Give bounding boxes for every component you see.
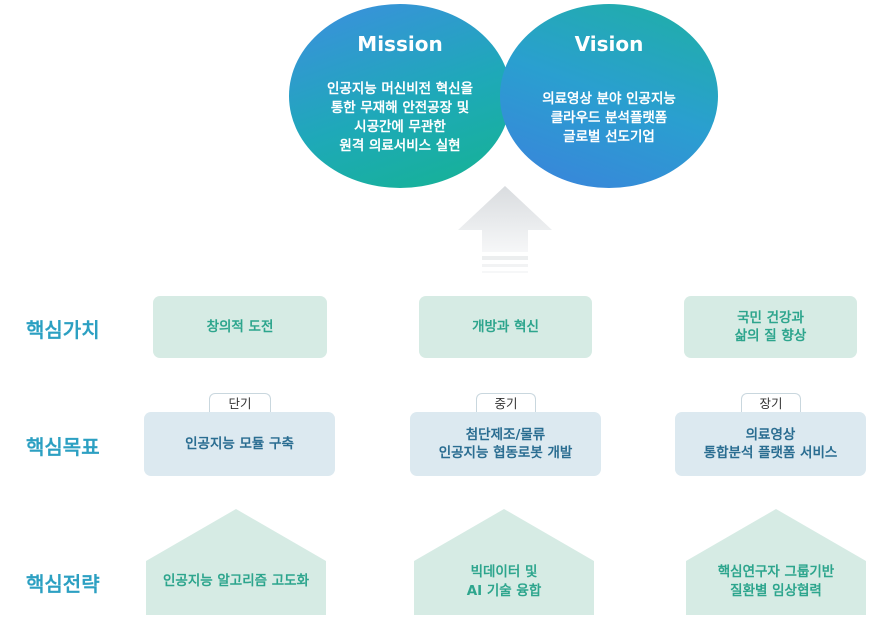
strategy-text-1: 인공지능 알고리즘 고도화 [162, 573, 310, 589]
strategy-house-1: 인공지능 알고리즘 고도화 [146, 509, 326, 615]
goal-box-3: 의료영상 통합분석 플랫폼 서비스 [675, 412, 866, 476]
mission-text: 인공지능 머신비전 혁신을 통한 무재해 안전공장 및 시공간에 무관한 원격 … [326, 81, 474, 154]
core-values-label: 핵심가치 [26, 318, 100, 342]
value-box-3: 국민 건강과 삶의 질 향상 [684, 296, 857, 358]
core-goals-label: 핵심목표 [26, 435, 100, 459]
goal-box-2: 첨단제조/물류 인공지능 협동로봇 개발 [410, 412, 601, 476]
goal-term-mid: 중기 [476, 393, 536, 412]
vision-text: 의료영상 분야 인공지능 클라우드 분석플랫폼 글로벌 선도기업 [542, 91, 676, 145]
vision-circle: Vision 의료영상 분야 인공지능 클라우드 분석플랫폼 글로벌 선도기업 [500, 4, 718, 188]
value-box-1: 창의적 도전 [153, 296, 327, 358]
mission-title: Mission [357, 32, 443, 56]
goal-term-long: 장기 [741, 393, 801, 412]
up-arrow-icon [458, 186, 552, 273]
vision-title: Vision [574, 32, 644, 56]
strategy-house-3: 핵심연구자 그룹기반 질환별 임상협력 [686, 509, 866, 615]
goal-box-1: 인공지능 모듈 구축 [144, 412, 335, 476]
strategy-house-2: 빅데이터 및 AI 기술 융합 [414, 509, 594, 615]
strategy-text-2: 빅데이터 및 AI 기술 융합 [466, 564, 542, 599]
strategy-text-3: 핵심연구자 그룹기반 질환별 임상협력 [717, 564, 835, 599]
value-box-2: 개방과 혁신 [419, 296, 592, 358]
mission-circle: Mission 인공지능 머신비전 혁신을 통한 무재해 안전공장 및 시공간에… [289, 4, 511, 188]
core-strategy-label: 핵심전략 [26, 572, 100, 596]
goal-term-short: 단기 [209, 393, 271, 412]
